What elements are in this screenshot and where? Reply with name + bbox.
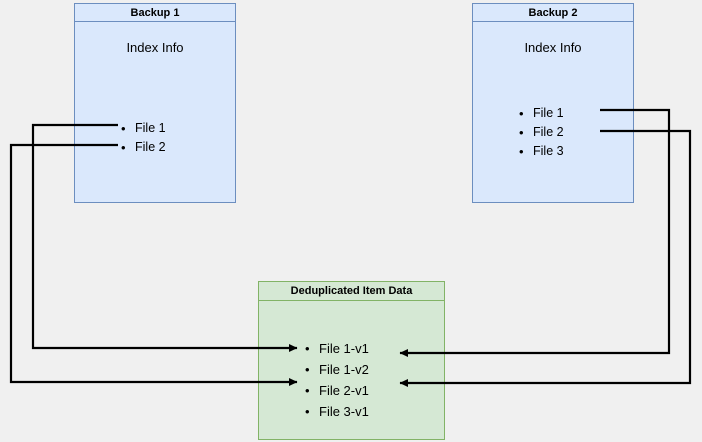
dedup-item-list: File 1-v1 File 1-v2 File 2-v1 File 3-v1 <box>303 338 369 422</box>
backup-1-box: Backup 1 Index Info File 1 File 2 <box>74 3 236 203</box>
list-item: File 1-v2 <box>303 359 369 380</box>
dedup-header: Deduplicated Item Data <box>259 282 444 301</box>
list-item: File 1-v1 <box>303 338 369 359</box>
list-item: File 3-v1 <box>303 401 369 422</box>
backup-2-file-list: File 1 File 2 File 3 <box>517 104 564 161</box>
backup-1-title: Index Info <box>126 40 184 55</box>
list-item: File 2-v1 <box>303 380 369 401</box>
backup-1-file-list: File 1 File 2 <box>119 119 166 157</box>
list-item: File 1 <box>517 104 564 123</box>
list-item: File 2 <box>517 123 564 142</box>
backup-2-title: Index Info <box>524 40 582 55</box>
deduplicated-item-data-box: Deduplicated Item Data File 1-v1 File 1-… <box>258 281 445 440</box>
backup-2-header: Backup 2 <box>473 4 633 22</box>
backup-2-box: Backup 2 Index Info File 1 File 2 File 3 <box>472 3 634 203</box>
list-item: File 2 <box>119 138 166 157</box>
list-item: File 3 <box>517 142 564 161</box>
list-item: File 1 <box>119 119 166 138</box>
backup-1-header: Backup 1 <box>75 4 235 22</box>
